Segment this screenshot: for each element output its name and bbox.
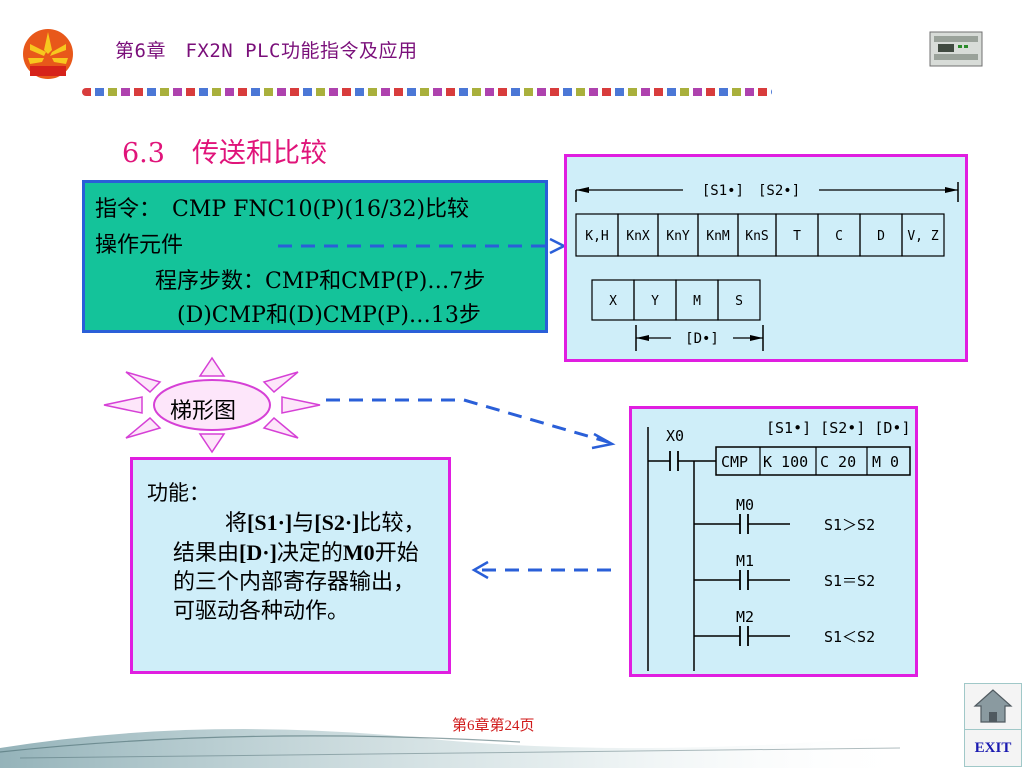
- header-divider: [82, 88, 772, 96]
- footer-bridge-image: [0, 729, 920, 768]
- function-description: 将[S1·]与[S2·]比较，结果由[D·]决定的M0开始的三个内部寄存器输出，…: [173, 508, 433, 626]
- output-contact-label: M2: [736, 608, 754, 626]
- plc-device-icon: [929, 31, 983, 67]
- chapter-title: 第6章 FX2N PLC功能指令及应用: [115, 40, 418, 62]
- page-number: 第6章第24页: [452, 718, 535, 734]
- arrow-to-operands: [278, 237, 567, 255]
- source-cell-box: [901, 213, 945, 257]
- desc-m0: M0: [342, 540, 375, 565]
- output-contact-label: M1: [736, 552, 754, 570]
- source-cell: D: [877, 229, 885, 244]
- output-condition: S1＞S2: [824, 516, 875, 534]
- dest-cell: Y: [651, 294, 659, 309]
- desc-text: 与: [292, 511, 315, 536]
- ladder-label: 梯形图: [170, 399, 237, 424]
- program-steps-16bit: 程序步数：CMP和CMP(P)…7步: [155, 269, 486, 294]
- home-icon: [973, 689, 1013, 723]
- ladder-label-burst: [103, 356, 321, 454]
- home-button[interactable]: [964, 683, 1022, 730]
- operand-d: M 0: [872, 453, 899, 471]
- source-cell: K,H: [585, 229, 608, 244]
- input-contact-label: X0: [666, 427, 684, 445]
- section-title: 6.3 传送和比较: [122, 138, 327, 169]
- cmp-instruction: CMP: [721, 453, 748, 471]
- function-title: 功能：: [147, 481, 210, 505]
- operand-s2: C 20: [820, 453, 856, 471]
- output-contact-label: M0: [736, 496, 754, 514]
- source-cell: C: [835, 229, 843, 244]
- desc-s1: [S1·]: [247, 510, 293, 535]
- function-box: 功能： 将[S1·]与[S2·]比较，结果由[D·]决定的M0开始的三个内部寄存…: [130, 457, 451, 674]
- operand-s1: K 100: [763, 453, 808, 471]
- source-cell: KnY: [666, 229, 690, 244]
- instruction-box: 指令： CMP FNC10(P)(16/32)比较 操作元件 程序步数：CMP和…: [82, 180, 548, 333]
- desc-text: 将: [225, 511, 248, 536]
- dest-cell-box: [717, 279, 761, 321]
- source-cell: KnX: [626, 229, 650, 244]
- instruction-line: 指令： CMP FNC10(P)(16/32)比较: [95, 197, 470, 222]
- source-operand-cells: K,H KnX KnY KnM KnS T C D V, Z: [575, 213, 945, 257]
- source-cell: T: [793, 229, 801, 244]
- desc-text: 比较，结果由: [173, 511, 426, 566]
- source-cell: V, Z: [907, 229, 938, 244]
- dest-cell: S: [735, 294, 743, 309]
- operand-label: 操作元件: [95, 233, 184, 258]
- arrow-to-function: [471, 560, 618, 580]
- output-condition: S1＜S2: [824, 628, 875, 646]
- company-logo: [23, 29, 73, 79]
- dest-operand-label: [D•]: [685, 331, 719, 347]
- desc-s2: [S2·]: [314, 510, 360, 535]
- desc-text: 开始的三个内部寄存器输出，可驱动各种动作。: [173, 541, 419, 624]
- program-steps-32bit: (D)CMP和(D)CMP(P)…13步: [177, 303, 481, 328]
- dest-cell: M: [693, 294, 701, 309]
- desc-d: [D·]: [239, 540, 277, 565]
- ladder-diagram: X0 [S1•] [S2•] [D•] CMP K 100 C 20 M 0 M…: [629, 406, 918, 677]
- output-condition: S1＝S2: [824, 572, 875, 590]
- ladder-operand-header: [S1•] [S2•] [D•]: [766, 419, 911, 437]
- source-cell: KnS: [745, 229, 768, 244]
- source-cell: KnM: [706, 229, 730, 244]
- source-operand-label: [S1•] [S2•]: [702, 183, 800, 199]
- exit-button[interactable]: EXIT: [964, 729, 1022, 767]
- dest-cell: X: [609, 294, 617, 309]
- desc-text: 决定的: [276, 541, 343, 566]
- arrow-to-ladder: [326, 398, 616, 450]
